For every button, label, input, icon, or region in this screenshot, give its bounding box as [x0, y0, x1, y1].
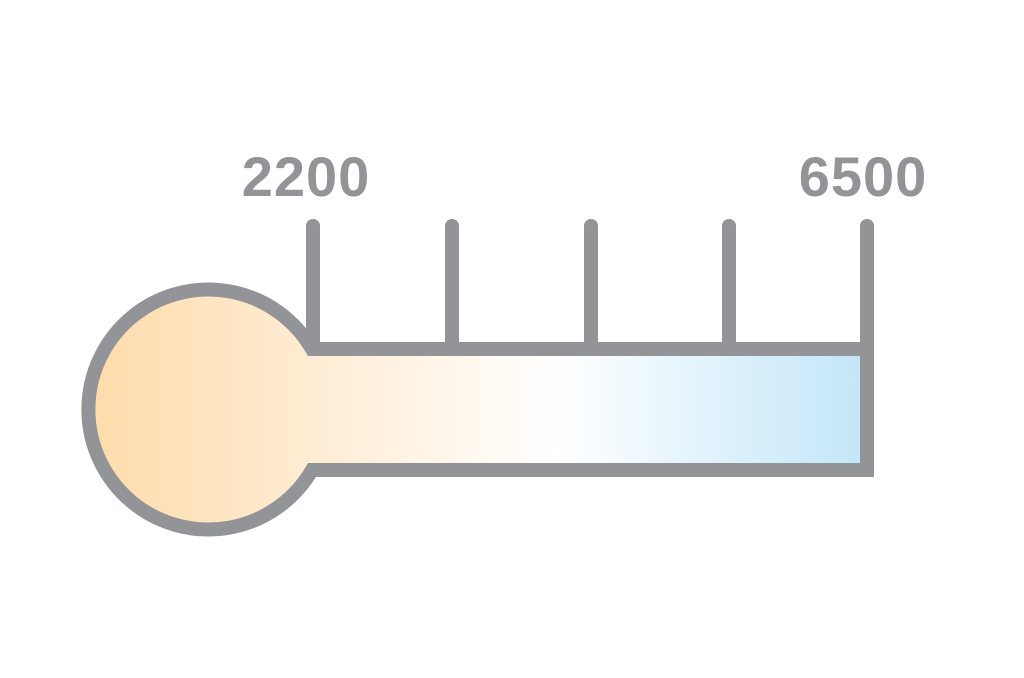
scale-ticks	[306, 219, 874, 349]
thermometer-body	[81, 282, 874, 537]
scale-max-label: 6500	[799, 145, 928, 208]
scale-min-label: 2200	[242, 145, 371, 208]
